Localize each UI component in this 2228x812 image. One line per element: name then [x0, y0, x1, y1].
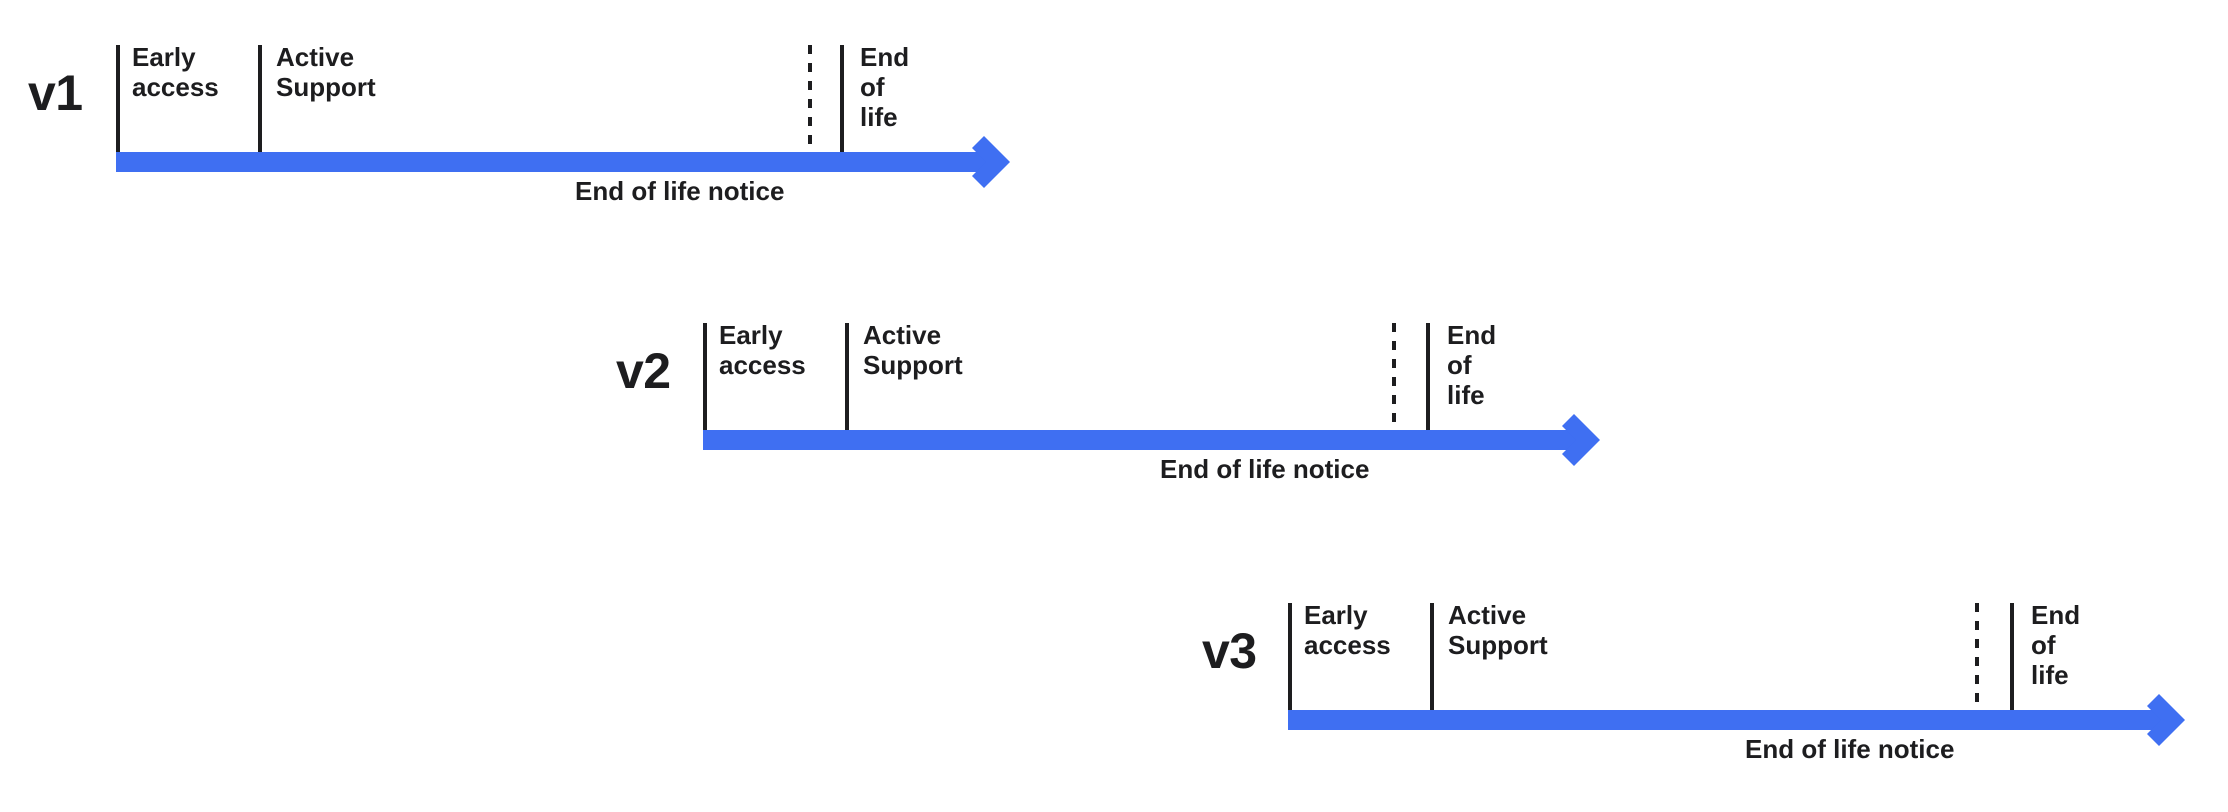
- tick-early-access-start-v1: [116, 45, 120, 152]
- phase-label-end-of-life-v1: End of life: [860, 42, 910, 133]
- tick-end-of-life-start-v2: [1426, 323, 1430, 430]
- version-label-v2: v2: [616, 343, 671, 399]
- phase-label-early-access-v1: Early access: [132, 42, 219, 103]
- phase-label-active-support-v2: Active Support: [863, 320, 963, 381]
- tick-active-support-start-v1: [258, 45, 262, 152]
- notice-label-end-of-life-notice-v1: End of life notice: [575, 176, 785, 206]
- tick-end-of-life-notice-v1: [808, 45, 812, 152]
- tick-end-of-life-notice-v3: [1975, 603, 1979, 710]
- notice-label-end-of-life-notice-v3: End of life notice: [1745, 734, 1955, 764]
- lifecycle-arrow-head-v1: [972, 134, 1034, 190]
- version-label-v3: v3: [1202, 623, 1257, 679]
- tick-early-access-start-v3: [1288, 603, 1292, 710]
- phase-label-active-support-v1: Active Support: [276, 42, 376, 103]
- lifecycle-arrow-head-v2: [1562, 412, 1624, 468]
- tick-active-support-start-v2: [845, 323, 849, 430]
- tick-end-of-life-start-v1: [840, 45, 844, 152]
- lifecycle-arrow-shaft-v2: [703, 430, 1586, 450]
- phase-label-end-of-life-v3: End of life: [2031, 600, 2081, 691]
- phase-label-early-access-v2: Early access: [719, 320, 806, 381]
- tick-early-access-start-v2: [703, 323, 707, 430]
- phase-label-early-access-v3: Early access: [1304, 600, 1391, 661]
- phase-label-active-support-v3: Active Support: [1448, 600, 1548, 661]
- tick-active-support-start-v3: [1430, 603, 1434, 710]
- lifecycle-arrow-shaft-v3: [1288, 710, 2171, 730]
- lifecycle-arrow-head-v3: [2147, 692, 2209, 748]
- lifecycle-arrow-shaft-v1: [116, 152, 996, 172]
- notice-label-end-of-life-notice-v2: End of life notice: [1160, 454, 1370, 484]
- phase-label-end-of-life-v2: End of life: [1447, 320, 1497, 411]
- tick-end-of-life-start-v3: [2010, 603, 2014, 710]
- tick-end-of-life-notice-v2: [1392, 323, 1396, 430]
- version-label-v1: v1: [28, 65, 83, 121]
